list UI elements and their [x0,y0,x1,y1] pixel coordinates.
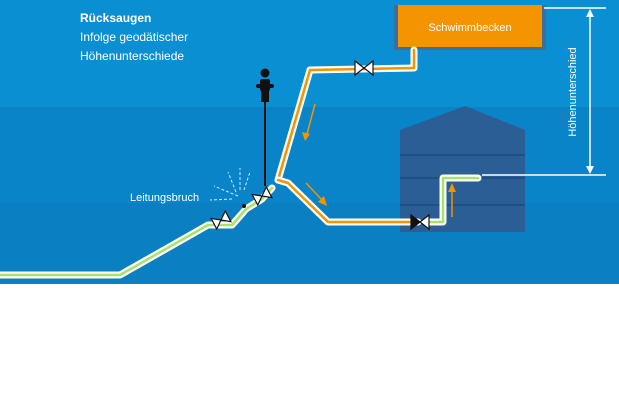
height-difference-label: Höhenunterschied [567,47,579,136]
valve-right [251,185,273,207]
storage-tank [400,106,525,232]
valve-tank [410,213,430,231]
person-figure [256,68,274,186]
pool-label: Schwimmbecken [428,22,511,34]
diagram-title: Rücksaugen [80,11,151,25]
burst-lines [209,168,251,201]
diagram-subtitle-line-1: Infolge geodätischer [80,30,188,44]
backsiphonage-diagram: Rücksaugen Infolge geodätischer Höhenunt… [0,0,619,284]
valve-pool [354,59,374,77]
flow-arrow-tank-up [448,183,456,217]
flow-arrow-pool-down [302,103,316,141]
break-point [242,204,246,208]
tank-supply-pipe [424,174,482,226]
diagram-subtitle-line-2: Höhenunterschiede [80,49,184,63]
height-dimension [482,7,606,176]
valve-left [210,209,232,231]
pool-box [398,5,542,47]
break-label: Leitungsbruch [130,192,199,204]
flow-arrow-tank-path [305,182,327,206]
